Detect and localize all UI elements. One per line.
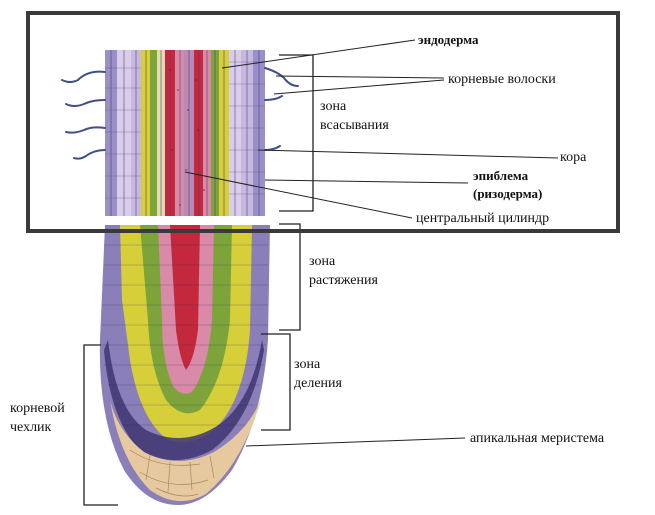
label-elongation-zone-line2: растяжения <box>309 272 378 289</box>
label-root-cap-line1: корневой <box>10 400 65 417</box>
label-cortex: кора <box>560 149 586 166</box>
root-lower-section <box>100 225 270 505</box>
label-root-hairs: корневые волоски <box>448 71 556 88</box>
label-rhizoderm: (ризодерма) <box>473 185 542 202</box>
label-division-zone-line1: зона <box>294 356 320 373</box>
label-absorption-zone-line2: всасывания <box>320 117 389 134</box>
label-epiblema: эпиблема <box>473 167 528 184</box>
label-elongation-zone-line1: зона <box>309 253 335 270</box>
label-division-zone-line2: деления <box>294 375 342 392</box>
label-root-cap-line2: чехлик <box>10 419 51 436</box>
label-central-cylinder: центральный цилиндр <box>416 210 549 227</box>
label-apical-meristem: апикальная меристема <box>470 430 604 447</box>
label-absorption-zone-line1: зона <box>320 98 346 115</box>
label-endoderm: эндодерма <box>418 31 478 48</box>
